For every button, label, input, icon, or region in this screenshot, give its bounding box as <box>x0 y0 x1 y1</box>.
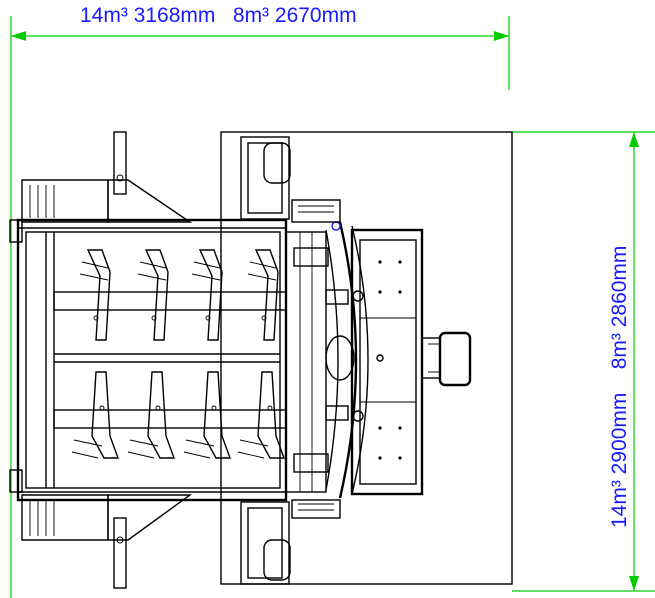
lower-paddle <box>237 371 285 459</box>
upper-paddle <box>79 249 111 341</box>
hitch-coupling <box>421 331 472 387</box>
width-dimension: 14m³ 3168mm 8m³ 2670mm <box>10 4 510 598</box>
arrow-up-icon <box>629 132 639 147</box>
lower-paddle <box>71 371 119 459</box>
arrow-right-icon <box>494 31 509 41</box>
arrow-down-icon <box>629 576 639 591</box>
drive-section <box>285 231 349 493</box>
turntable-ring <box>325 221 369 499</box>
upper-paddle <box>137 249 169 341</box>
height-dimension-label: 14m³ 2900mm 8m³ 2860mm <box>608 246 631 528</box>
blue-marker <box>331 221 341 231</box>
mixing-tub <box>9 218 288 502</box>
arrow-left-icon <box>11 31 26 41</box>
upper-auger <box>53 291 287 429</box>
upper-paddle <box>247 249 279 341</box>
hopper-feet <box>291 199 341 519</box>
width-dimension-label: 14m³ 3168mm 8m³ 2670mm <box>80 4 357 27</box>
rear-plate <box>350 228 424 496</box>
lower-paddle <box>127 371 175 459</box>
lower-paddle <box>183 371 231 459</box>
height-dimension: 14m³ 2900mm 8m³ 2860mm <box>512 131 655 592</box>
upper-paddle <box>191 249 223 341</box>
hopper <box>21 131 193 589</box>
chassis-frame <box>220 131 513 585</box>
